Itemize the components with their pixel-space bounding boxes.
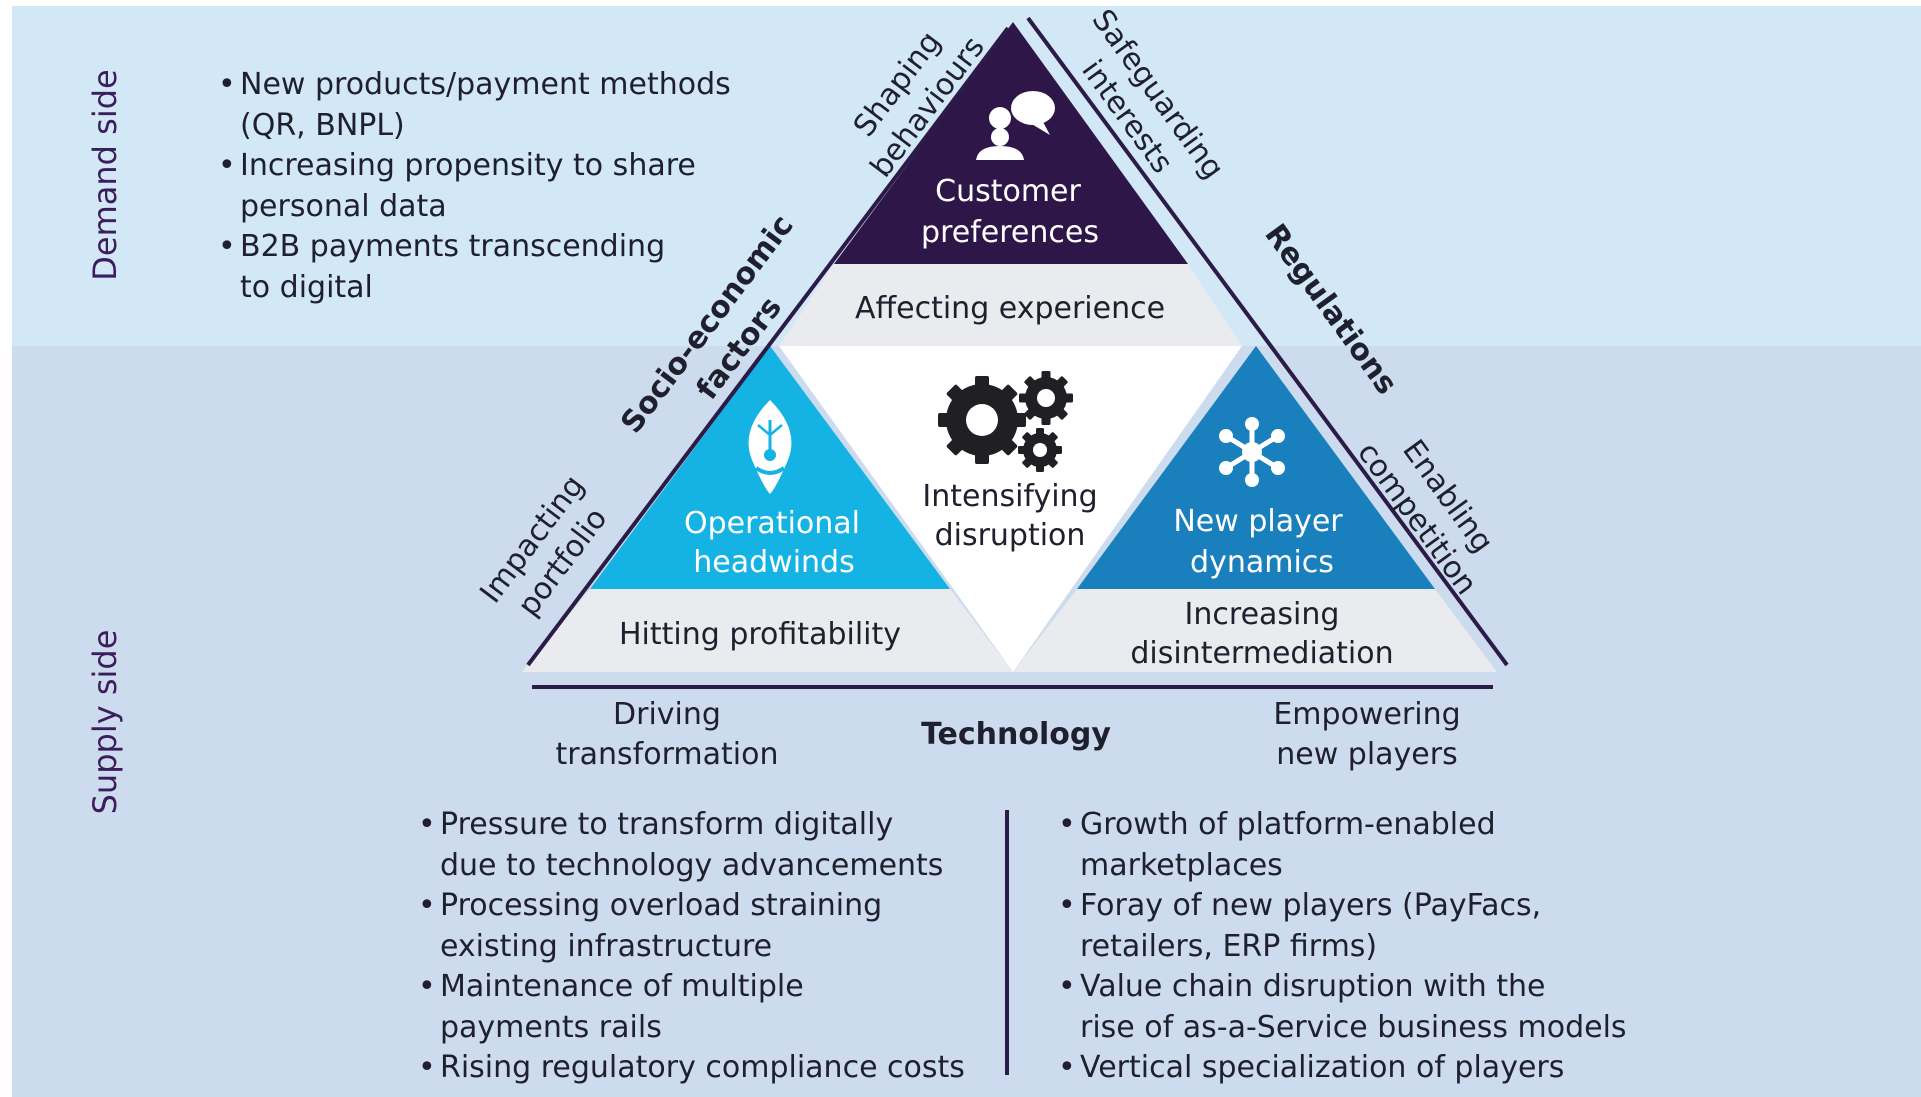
intensifying-disruption-label-line2: disruption [935, 518, 1086, 553]
bullet-item: Value chain disruption with the rise of a… [1058, 967, 1658, 1048]
empowering-new-players-line2: new players [1276, 737, 1457, 772]
network-hub-icon [1219, 417, 1285, 487]
operational-headwinds-label-line1: Operational [684, 506, 860, 541]
bullet-line: retailers, ERP firms) [1080, 928, 1378, 964]
bullet-item: Rising regulatory compliance costs [418, 1048, 978, 1089]
supply-column-divider [1005, 810, 1009, 1075]
center-area [779, 346, 1242, 672]
hitting-profitability-label: Hitting profitability [619, 617, 901, 652]
bullet-line: to digital [240, 269, 373, 305]
regulations-text: Regulations [1257, 218, 1404, 401]
customer-preferences-label-line1: Customer [935, 174, 1081, 209]
bullet-item: Maintenance of multiple payments rails [418, 967, 978, 1048]
bullet-line: (QR, BNPL) [240, 107, 405, 143]
new-player-dynamics-triangle [1077, 346, 1435, 589]
top-band [779, 264, 1242, 346]
increasing-disintermediation-label-line2: disintermediation [1130, 636, 1393, 671]
right-band [1013, 589, 1497, 672]
bullet-line: Value chain disruption with the [1080, 969, 1546, 1004]
bullet-line: payments rails [440, 1009, 662, 1045]
affecting-experience-label: Affecting experience [855, 291, 1165, 326]
bullet-line: B2B payments transcending [240, 229, 666, 264]
bullet-line: Maintenance of multiple [440, 969, 804, 1004]
bullet-item: Vertical specialization of players [1058, 1048, 1658, 1089]
customer-preferences-label-line2: preferences [921, 215, 1099, 250]
bullet-line: rise of as-a-Service business models [1080, 1009, 1627, 1045]
bullet-line: Growth of platform-enabled [1080, 807, 1496, 842]
bullet-item: New products/payment methods (QR, BNPL) [218, 65, 778, 146]
bullet-line: New products/payment methods [240, 67, 731, 102]
bullet-item: Processing overload straining existing in… [418, 886, 978, 967]
speech-bubbles-person-icon [976, 91, 1055, 160]
bullet-item: Increasing propensity to share personal d… [218, 146, 778, 227]
bullet-item: Pressure to transform digitally due to te… [418, 805, 978, 886]
demand-bullet-list: New products/payment methods(QR, BNPL)In… [218, 65, 778, 308]
supply-left-bullet-list: Pressure to transform digitally due to te… [418, 805, 978, 1089]
customer-preferences-triangle [834, 22, 1188, 264]
bullet-item: Foray of new players (PayFacs, retailers,… [1058, 886, 1658, 967]
bullet-line: Vertical specialization of players [1080, 1050, 1565, 1085]
bullet-line: Foray of new players (PayFacs, [1080, 888, 1542, 923]
gears-icon [938, 371, 1073, 472]
regulations-label: Regulations [1257, 218, 1404, 401]
operational-headwinds-label-line2: headwinds [693, 545, 854, 580]
increasing-disintermediation-label-line1: Increasing [1185, 597, 1340, 632]
bullet-line: Pressure to transform digitally [440, 807, 894, 842]
bullet-line: due to technology advancements [440, 847, 944, 883]
bullet-item: B2B payments transcending to digital [218, 227, 778, 308]
leaf-person-icon [748, 400, 792, 494]
bullet-line: Processing overload straining [440, 888, 883, 923]
bullet-line: existing infrastructure [440, 928, 773, 964]
bullet-line: personal data [240, 188, 447, 224]
left-band [522, 589, 1013, 672]
new-player-dynamics-label-line2: dynamics [1190, 545, 1334, 580]
bullet-item: Growth of platform-enabled marketplaces [1058, 805, 1658, 886]
intensifying-disruption-label-line1: Intensifying [922, 479, 1097, 514]
supply-right-bullet-list: Growth of platform-enabledmarketplacesFo… [1058, 805, 1658, 1089]
right-side-arrow [1026, 16, 1509, 667]
left-side-arrow [526, 26, 1010, 667]
empowering-new-players-line1: Empowering [1273, 697, 1460, 732]
driving-transformation-line2: transformation [556, 737, 779, 772]
bullet-line: Increasing propensity to share [240, 148, 696, 183]
driving-transformation-line1: Driving [613, 697, 721, 732]
technology-label: Technology [921, 717, 1111, 752]
bullet-line: Rising regulatory compliance costs [440, 1050, 965, 1085]
bullet-line: marketplaces [1080, 847, 1283, 883]
new-player-dynamics-label-line1: New player [1173, 504, 1343, 539]
